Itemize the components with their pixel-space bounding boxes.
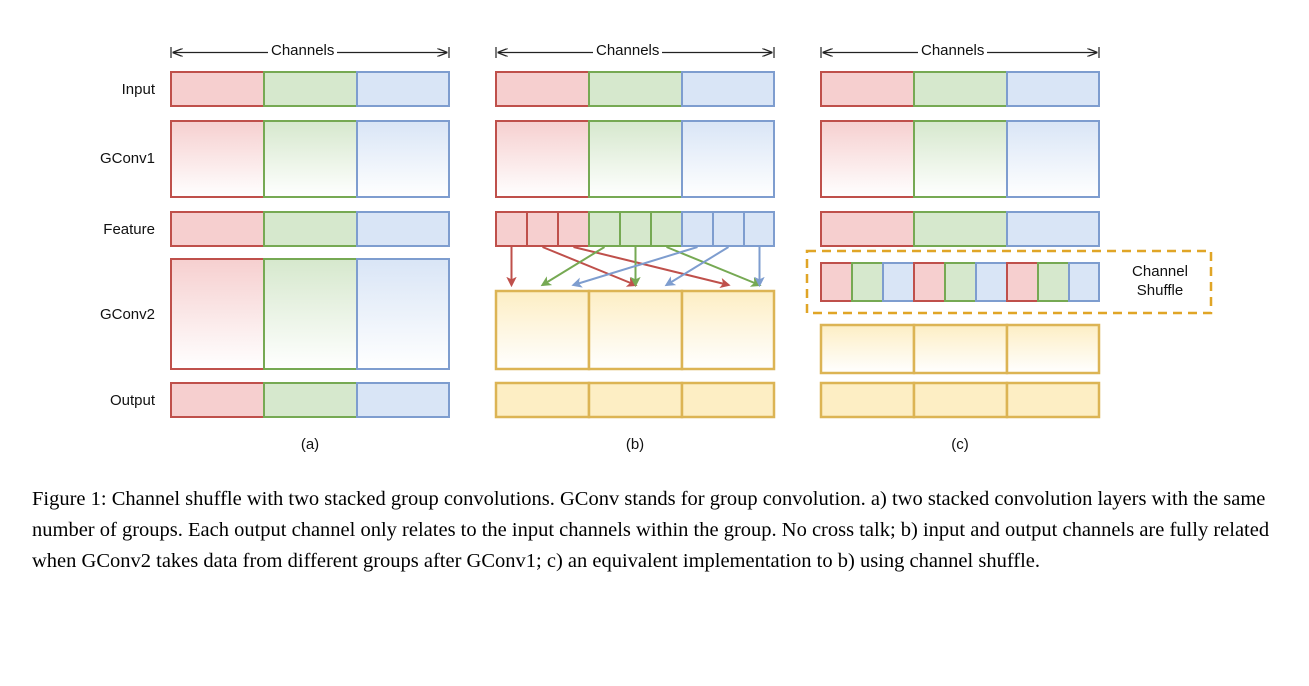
panel-label-c: (c) [951,436,969,453]
row-label-gconv2: GConv2 [99,306,155,323]
panel-b [494,71,776,419]
panel-c [805,71,1213,419]
channels-label-b: Channels [593,42,663,59]
channel-shuffle-label-line2: Shuffle [1136,282,1184,299]
channel-shuffle-box [805,249,1213,315]
panel-c-row-input [820,71,1100,107]
panel-a [170,71,450,418]
panel-a-row-output [170,382,450,418]
panel-c-row-gconv2 [819,323,1101,375]
panel-c-row-gconv1 [820,120,1100,198]
panel-b-row-gconv1 [495,120,775,198]
channels-label-c: Channels [918,42,988,59]
panel-a-row-input [170,71,450,107]
figure-svg [170,47,1213,419]
figure-caption: Figure 1: Channel shuffle with two stack… [32,488,1270,572]
panel-a-row-gconv2 [170,258,450,370]
panel-b-row-gconv2 [494,289,776,371]
row-label-input: Input [121,81,155,98]
panel-label-a: (a) [300,436,320,453]
panel-a-row-gconv1 [170,120,450,198]
panel-b-row-input [495,71,775,107]
panel-b-shuffle-arrows [506,246,765,289]
panel-label-b: (b) [625,436,645,453]
panel-c-row-output [819,381,1101,419]
row-label-feature: Feature [103,221,155,238]
channel-shuffle-label-line1: Channel [1132,263,1188,280]
panel-b-row-output [494,381,776,419]
figure-diagram: Channels Channels Channels Input GConv1 … [99,42,1213,453]
panel-c-row-shuffle [820,262,1100,302]
panel-b-row-feature [495,211,775,247]
row-label-output: Output [109,392,155,409]
panel-c-row-feature [820,211,1100,247]
channels-label-a: Channels [268,42,338,59]
panel-a-row-feature [170,211,450,247]
row-label-gconv1: GConv1 [99,150,155,167]
